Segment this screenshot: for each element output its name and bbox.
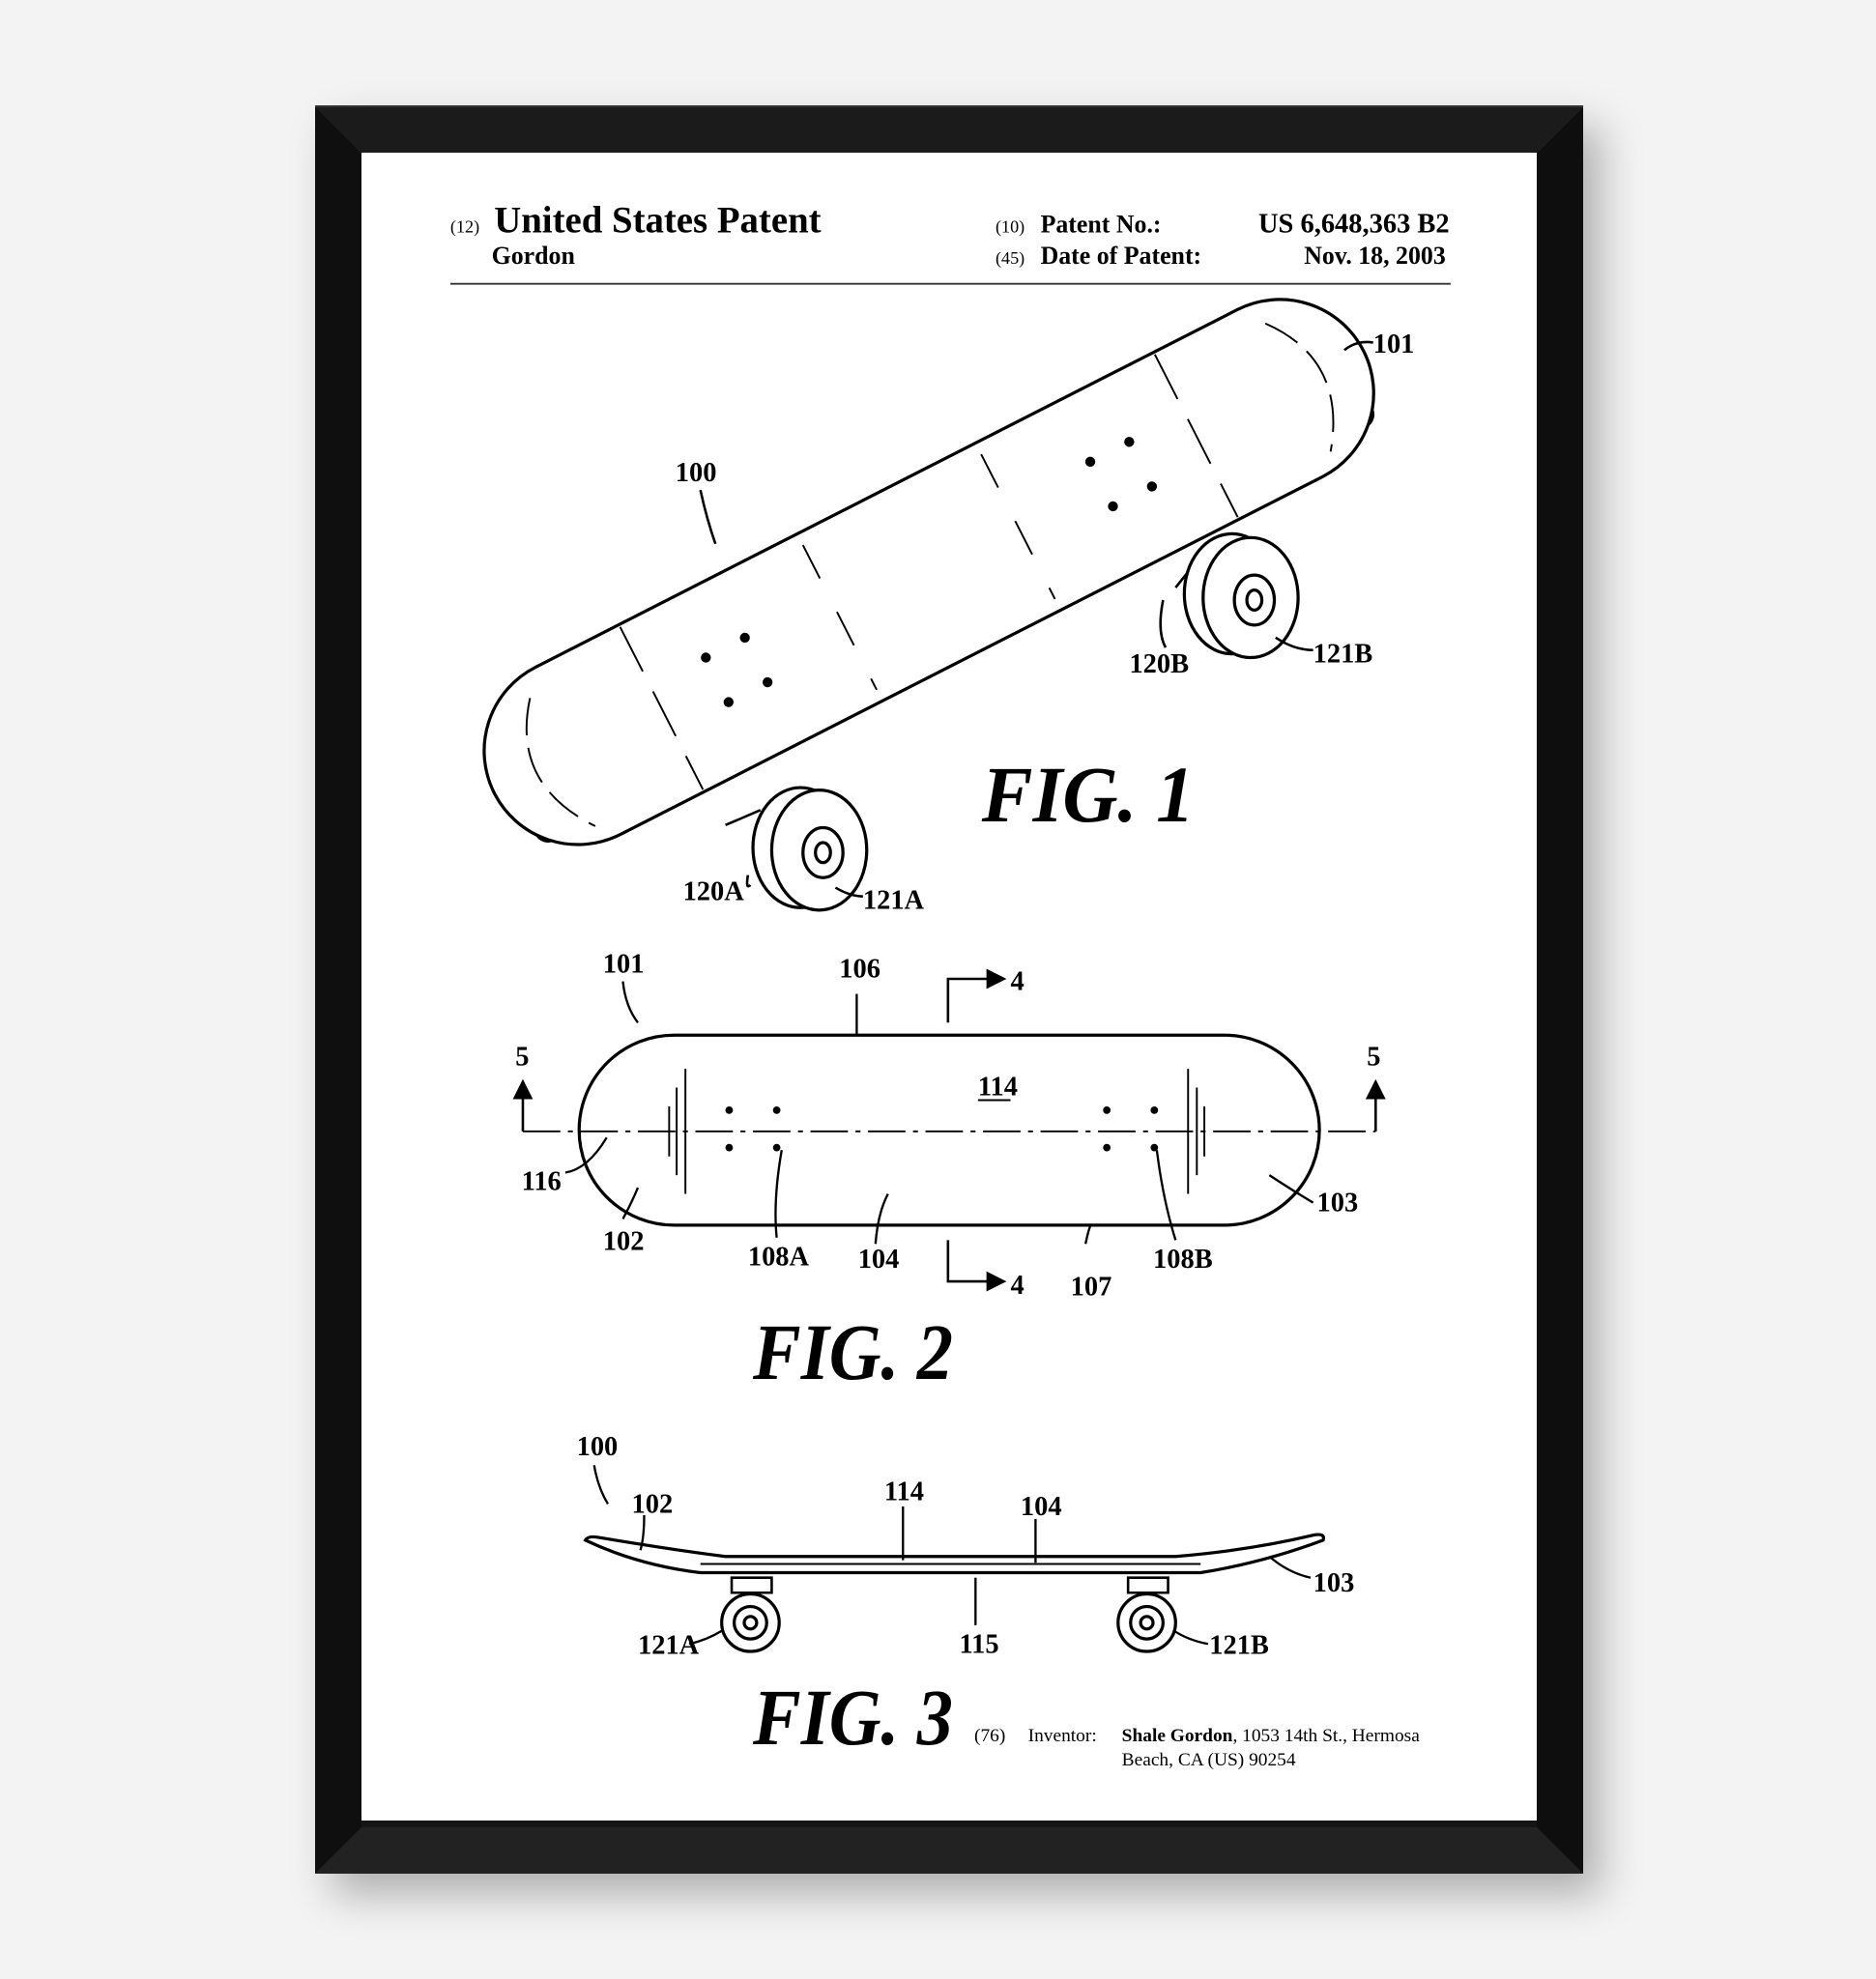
fig2-label-108b: 108B: [1153, 1245, 1213, 1275]
figure-2: [512, 968, 1386, 1292]
fig1-deck: [482, 298, 1375, 846]
fig2-label-106: 106: [839, 955, 880, 985]
figure-1: [482, 298, 1375, 912]
code-10: (10): [996, 217, 1025, 238]
fig3-label-121b: 121B: [1209, 1631, 1269, 1661]
fig1-wheel-b: [1174, 531, 1300, 660]
fig2-label-102: 102: [603, 1227, 645, 1257]
fig2-label-114: 114: [978, 1072, 1018, 1102]
svg-text:Shale Gordon, 1053 14th St., H: Shale Gordon, 1053 14th St., Hermosa: [1122, 1726, 1421, 1746]
inventor-address-1: , 1053 14th St., Hermosa: [1232, 1726, 1420, 1746]
fig3-wheel-a: [720, 1576, 781, 1653]
fig3-label-100: 100: [577, 1432, 619, 1462]
fig3-label-115: 115: [959, 1629, 998, 1659]
inventor-short: Gordon: [492, 242, 575, 270]
fig3-label-103: 103: [1313, 1568, 1355, 1598]
fig2-label-5-left: 5: [515, 1042, 529, 1072]
fig1-label-120a: 120A: [683, 876, 745, 906]
fig2-label-103: 103: [1317, 1189, 1359, 1219]
patent-date: Nov. 18, 2003: [1304, 242, 1446, 270]
fig2-label-104: 104: [858, 1245, 900, 1275]
patent-header: (12) United States Patent Gordon (10) Pa…: [449, 200, 1451, 285]
fig2-label-5-right: 5: [1367, 1042, 1380, 1072]
inventor-address-2: Beach, CA (US) 90254: [1122, 1750, 1296, 1770]
fig3-label-114: 114: [884, 1477, 924, 1506]
fig2-label-4-bottom: 4: [1011, 1271, 1025, 1301]
fig1-label-100: 100: [676, 458, 717, 488]
fig2-label-116: 116: [522, 1167, 562, 1197]
code-12: (12): [450, 217, 479, 238]
fig1-caption: FIG. 1: [981, 750, 1195, 839]
patent-title: United States Patent: [494, 200, 821, 242]
fig3-label-104: 104: [1021, 1492, 1062, 1522]
inventor-name: Shale Gordon: [1122, 1726, 1233, 1746]
inventor-block: (76) Inventor: Shale Gordon, 1053 14th S…: [974, 1726, 1420, 1770]
frame-bevel: [315, 107, 1583, 1874]
fig3-caption: FIG. 3: [752, 1673, 953, 1762]
fig3-deck: [583, 1533, 1325, 1575]
fig3-wheel-b: [1116, 1576, 1177, 1653]
inventor-code: (76): [974, 1726, 1005, 1746]
fig3-label-102: 102: [632, 1489, 674, 1519]
patent-number: US 6,648,363 B2: [1258, 210, 1450, 240]
patent-no-label: Patent No.:: [1041, 211, 1162, 239]
fig2-label-4-top: 4: [1011, 967, 1025, 997]
fig2-label-108a: 108A: [748, 1242, 810, 1272]
fig1-leader-100: [699, 489, 717, 545]
fig1-wheel-a: [725, 786, 869, 912]
date-label: Date of Patent:: [1041, 242, 1202, 270]
fig2-label-107: 107: [1071, 1272, 1112, 1302]
figure-3: [583, 1465, 1325, 1653]
fig2-deck-outline: [577, 1033, 1321, 1227]
fig2-label-101: 101: [603, 950, 645, 980]
inventor-label: Inventor:: [1028, 1726, 1097, 1746]
fig1-label-101: 101: [1373, 330, 1415, 359]
fig3-label-121a: 121A: [638, 1631, 700, 1661]
fig1-label-120b: 120B: [1129, 649, 1189, 679]
fig1-label-121a: 121A: [863, 886, 925, 916]
fig1-label-121b: 121B: [1313, 640, 1373, 670]
code-45: (45): [996, 248, 1025, 269]
fig2-caption: FIG. 2: [752, 1307, 953, 1396]
